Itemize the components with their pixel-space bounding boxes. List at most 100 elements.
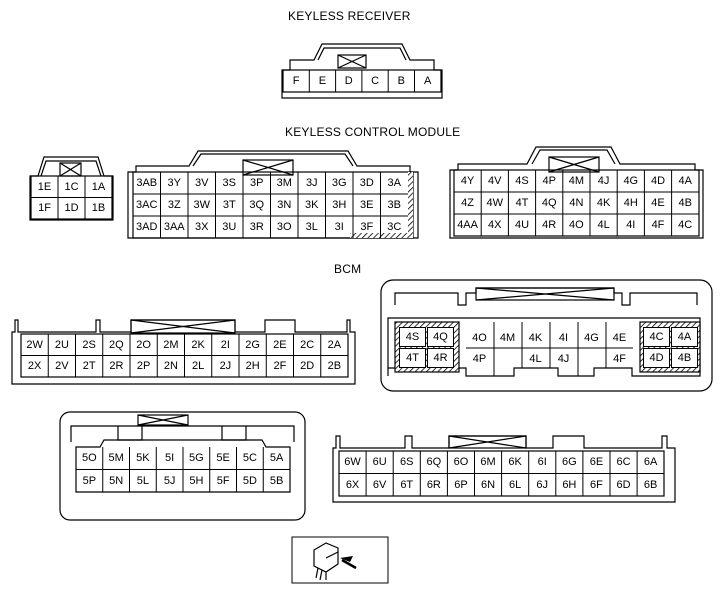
pin-6m: 6M bbox=[480, 456, 496, 469]
pin-4w: 4W bbox=[486, 197, 504, 209]
pin-6l: 6L bbox=[509, 478, 522, 491]
keyless-receiver-title: KEYLESS RECEIVER bbox=[288, 9, 411, 23]
pin-3u: 3U bbox=[222, 221, 237, 233]
pin-3q: 3Q bbox=[249, 199, 265, 211]
pin-6s: 6S bbox=[400, 456, 414, 469]
pin-4r: 4R bbox=[427, 348, 454, 368]
pin-4k: 4K bbox=[528, 331, 543, 344]
pin-3f: 3F bbox=[360, 221, 374, 233]
pin-4p: 4P bbox=[472, 352, 487, 365]
pin-2r: 2R bbox=[109, 360, 124, 373]
pin-5f: 5F bbox=[216, 474, 230, 487]
pin-5c: 5C bbox=[242, 452, 257, 465]
pin-4r: 4R bbox=[542, 219, 557, 231]
pin-4c: 4C bbox=[678, 219, 693, 231]
pin-4f: 4F bbox=[613, 352, 626, 365]
pin-b: B bbox=[397, 75, 405, 87]
pin-3r: 3R bbox=[249, 221, 264, 233]
pin-4l: 4L bbox=[597, 219, 610, 231]
pin-5b: 5B bbox=[269, 474, 284, 487]
pin-2s: 2S bbox=[82, 338, 96, 351]
pin-3ad: 3AD bbox=[136, 221, 158, 233]
pin-3p: 3P bbox=[250, 177, 264, 189]
pin-3aa: 3AA bbox=[163, 221, 185, 233]
pin-6f: 6F bbox=[590, 478, 603, 491]
pin-4e: 4E bbox=[612, 331, 627, 344]
pin-4s: 4S bbox=[515, 175, 529, 187]
pin-6i: 6I bbox=[537, 456, 547, 469]
pin-6g: 6G bbox=[562, 456, 577, 469]
pin-4g: 4G bbox=[584, 331, 599, 344]
pin-6k: 6K bbox=[508, 456, 522, 469]
kcm-connector-3 bbox=[127, 150, 419, 239]
pin-2v: 2V bbox=[55, 360, 69, 373]
pin-4t: 4T bbox=[515, 197, 529, 209]
pin-4o: 4O bbox=[472, 331, 487, 344]
pin-3c: 3C bbox=[387, 221, 402, 233]
pin-5a: 5A bbox=[269, 452, 284, 465]
pin-2h: 2H bbox=[245, 360, 260, 373]
pin-4m: 4M bbox=[499, 331, 516, 344]
pin-2j: 2J bbox=[219, 360, 232, 373]
pin-2p: 2P bbox=[136, 360, 151, 373]
pin-5i: 5I bbox=[165, 452, 175, 465]
pin-4x: 4X bbox=[488, 219, 502, 231]
pin-6p: 6P bbox=[454, 478, 468, 491]
pin-2k: 2K bbox=[191, 338, 205, 351]
pin-6n: 6N bbox=[481, 478, 496, 491]
pin-3ab: 3AB bbox=[136, 177, 158, 189]
pin-4z: 4Z bbox=[461, 197, 475, 209]
pin-6a: 6A bbox=[643, 456, 658, 469]
pin-5m: 5M bbox=[108, 452, 124, 465]
pin-2o: 2O bbox=[136, 338, 151, 351]
pin-6o: 6O bbox=[453, 456, 469, 469]
pin-3n: 3N bbox=[277, 199, 292, 211]
pin-2a: 2A bbox=[327, 338, 342, 351]
pin-3h: 3H bbox=[332, 199, 347, 211]
pin-5p: 5P bbox=[82, 474, 97, 487]
pin-3a: 3A bbox=[387, 177, 401, 189]
pin-4j: 4J bbox=[557, 352, 570, 365]
pin-4y: 4Y bbox=[460, 175, 475, 187]
pin-1b: 1B bbox=[91, 202, 106, 215]
pin-3o: 3O bbox=[276, 221, 292, 233]
pin-3l: 3L bbox=[305, 221, 318, 233]
pin-3i: 3I bbox=[334, 221, 344, 233]
pin-1f: 1F bbox=[38, 202, 51, 215]
pin-4l: 4L bbox=[529, 352, 542, 365]
pin-f: F bbox=[292, 75, 300, 87]
pin-4aa: 4AA bbox=[457, 219, 478, 231]
pin-4b: 4B bbox=[671, 348, 698, 368]
pin-5e: 5E bbox=[216, 452, 230, 465]
pin-c: C bbox=[371, 75, 380, 87]
pin-4e: 4E bbox=[651, 197, 665, 209]
pin-e: E bbox=[318, 75, 327, 87]
pin-3e: 3E bbox=[360, 199, 374, 211]
pin-3m: 3M bbox=[276, 177, 292, 189]
pin-2u: 2U bbox=[54, 338, 69, 351]
pin-3d: 3D bbox=[359, 177, 374, 189]
pin-4p: 4P bbox=[542, 175, 556, 187]
pin-5g: 5G bbox=[189, 452, 204, 465]
pin-6e: 6E bbox=[589, 456, 604, 469]
bcm-connector-5 bbox=[59, 411, 306, 521]
pin-5d: 5D bbox=[242, 474, 257, 487]
pin-3x: 3X bbox=[195, 221, 209, 233]
pin-6w: 6W bbox=[344, 456, 361, 469]
pin-4d: 4D bbox=[650, 175, 666, 187]
bcm-title: BCM bbox=[334, 262, 362, 276]
pin-3y: 3Y bbox=[167, 177, 181, 189]
pin-2f: 2F bbox=[273, 360, 287, 373]
pin-3z: 3Z bbox=[167, 199, 181, 211]
pin-2t: 2T bbox=[82, 360, 96, 373]
pin-4m: 4M bbox=[568, 175, 585, 187]
pin-2b: 2B bbox=[327, 360, 342, 373]
pin-6j: 6J bbox=[536, 478, 549, 491]
connector-harness-view-icon bbox=[291, 536, 389, 584]
pin-4g: 4G bbox=[623, 175, 639, 187]
pin-4q: 4Q bbox=[541, 197, 557, 209]
pin-5l: 5L bbox=[136, 474, 149, 487]
pin-2d: 2D bbox=[300, 360, 315, 373]
pin-6u: 6U bbox=[372, 456, 387, 469]
pin-4c: 4C bbox=[643, 327, 670, 347]
